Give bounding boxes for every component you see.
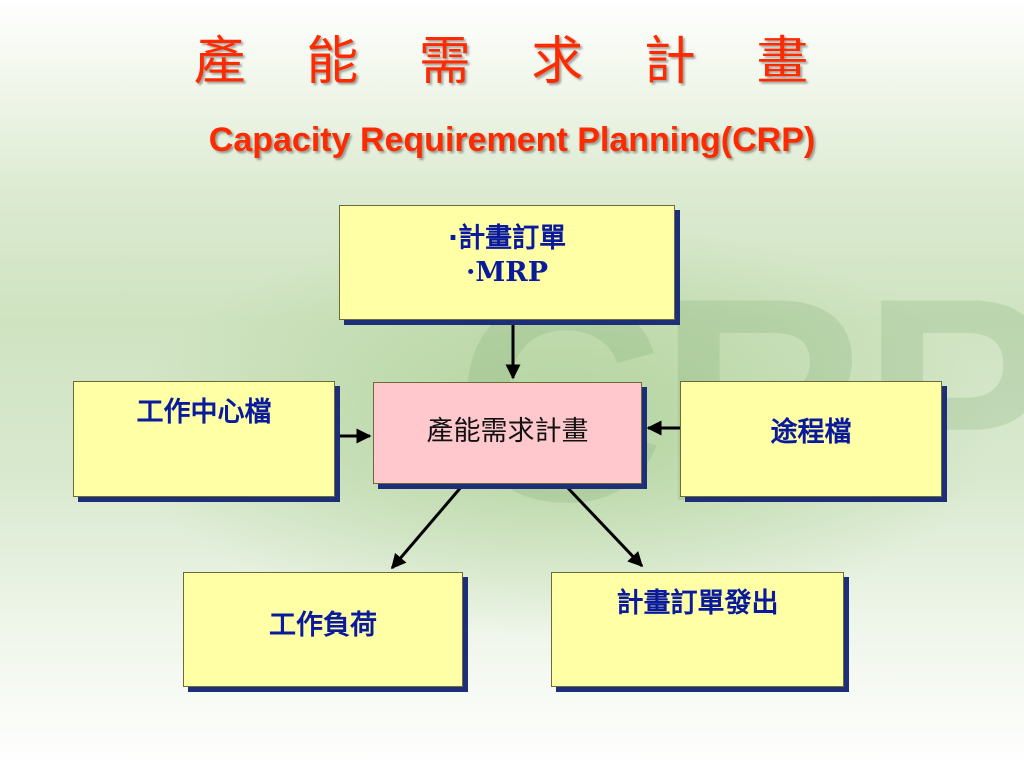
- arrow-crp-to-workload: [390, 485, 464, 570]
- title-chinese: 產 能 需 求 計 畫: [193, 32, 831, 92]
- planned-orders-line2: ·MRP: [465, 257, 549, 288]
- box-order-release: 計畫訂單發出: [551, 572, 844, 687]
- crp-label: 產能需求計畫: [426, 416, 589, 447]
- planned-orders-line1: ·計畫訂單: [447, 223, 567, 254]
- box-work-center: 工作中心檔: [73, 381, 335, 497]
- order-release-label: 計畫訂單發出: [616, 588, 779, 619]
- work-center-label: 工作中心檔: [136, 397, 272, 428]
- box-planned-orders: ·計畫訂單 ·MRP: [339, 205, 675, 320]
- routing-label: 途程檔: [770, 417, 852, 448]
- box-work-load: 工作負荷: [183, 572, 463, 687]
- arrow-crp-to-release: [564, 484, 644, 568]
- title-english: Capacity Requirement Planning(CRP): [208, 121, 816, 159]
- work-load-label: 工作負荷: [269, 610, 377, 641]
- box-routing: 途程檔: [680, 381, 942, 497]
- box-crp: 產能需求計畫: [373, 382, 642, 484]
